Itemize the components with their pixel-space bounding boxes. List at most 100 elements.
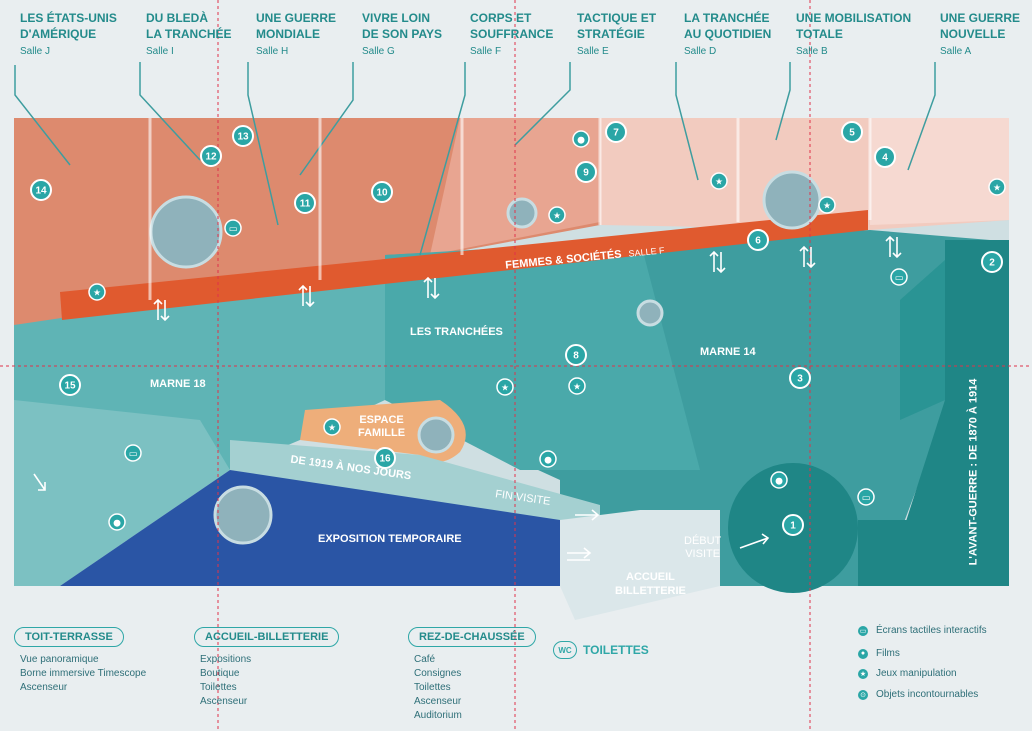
stop-marker-11[interactable]: 11 [294, 192, 316, 214]
legend-item: Consignes [414, 668, 462, 679]
screen-icon[interactable]: ▭ [890, 268, 908, 286]
room-label-salle-i: DU BLEDÀ LA TRANCHÉE Salle I [146, 10, 232, 60]
film-icon[interactable]: ● [539, 450, 557, 468]
key-row-jeux: ★ Jeux manipulation [858, 668, 957, 679]
screen-icon-circle [124, 444, 142, 462]
star-icon-glyph: ★ [553, 212, 561, 222]
stop-marker-14[interactable]: 14 [30, 179, 52, 201]
stop-marker-4[interactable]: 4 [874, 146, 896, 168]
stop-marker-10[interactable]: 10 [371, 181, 393, 203]
legend-accueil-title: ACCUEIL-BILLETTERIE [194, 627, 340, 647]
stop-marker-2[interactable]: 2 [981, 251, 1003, 273]
film-icon[interactable]: ● [770, 471, 788, 489]
star-icon-circle [818, 196, 836, 214]
screen-icon[interactable]: ▭ [124, 444, 142, 462]
film-icon-glyph: ● [577, 136, 585, 146]
stop-marker-7[interactable]: 7 [605, 121, 627, 143]
zone-label-marne18: MARNE 18 [150, 378, 206, 390]
stop-marker-1[interactable]: 1 [782, 514, 804, 536]
room-salle: Salle I [146, 46, 174, 57]
stop-circle [789, 367, 811, 389]
star-markers: ★ ★ ★ ★ ★ ★ ★ ★ [88, 172, 1006, 436]
stop-circle [294, 192, 316, 214]
room-salle: Salle H [256, 46, 289, 57]
stop-marker-15[interactable]: 15 [59, 374, 81, 396]
leader-line-salle-j [14, 65, 71, 166]
installation-circle-i [149, 195, 223, 269]
stop-circle [374, 447, 396, 469]
film-icon-circle [539, 450, 557, 468]
film-icon: ● [858, 648, 868, 659]
stop-circle [59, 374, 81, 396]
screen-icon[interactable]: ▭ [857, 488, 875, 506]
legend-rdc-list: Café Consignes Toilettes Ascenseur Audit… [414, 653, 536, 723]
leader-line-salle-h [247, 62, 279, 226]
zone-label-expo: EXPOSITION TEMPORAIRE [318, 533, 462, 545]
star-icon-glyph: ★ [823, 202, 831, 212]
stop-marker-16[interactable]: 16 [374, 447, 396, 469]
stop-circle [565, 344, 587, 366]
stop-marker-13[interactable]: 13 [232, 125, 254, 147]
stop-circle [605, 121, 627, 143]
accueil-line-1: ACCUEIL [626, 571, 675, 583]
stop-circle [232, 125, 254, 147]
star-icon[interactable]: ★ [988, 178, 1006, 196]
legend-item: Ascenseur [200, 696, 248, 707]
espace-line-1: ESPACE [359, 414, 404, 426]
arrow-fin-visite [575, 509, 600, 521]
zone-left-corridor [14, 400, 230, 586]
stop-marker-9[interactable]: 9 [575, 161, 597, 183]
screen-icon[interactable]: ▭ [224, 219, 242, 237]
star-icon[interactable]: ★ [710, 172, 728, 190]
legend-item: Toilettes [414, 682, 451, 693]
leader-line-salle-i [139, 62, 201, 161]
legend-item: Boutique [200, 668, 240, 679]
room-name-line-1: CORPS ET [470, 11, 532, 25]
room-salle: Salle A [940, 46, 972, 57]
stop-marker-5[interactable]: 5 [841, 121, 863, 143]
room-salle: Salle D [684, 46, 717, 57]
room-label-salle-h: UNE GUERRE MONDIALE Salle H [256, 10, 336, 60]
star-icon[interactable]: ★ [496, 378, 514, 396]
stop-number: 4 [882, 153, 888, 164]
room-salle: Salle B [796, 46, 828, 57]
star-icon-circle [496, 378, 514, 396]
screen-icon-glyph: ▭ [895, 274, 904, 284]
stop-number: 9 [583, 168, 589, 179]
stop-number: 11 [300, 199, 311, 210]
stop-circle [30, 179, 52, 201]
film-icon[interactable]: ● [572, 130, 590, 148]
stop-number: 2 [989, 258, 995, 269]
room-name-line-1: UNE GUERRE [940, 11, 1021, 25]
screen-markers: ▭ ▭ ▭ ▭ [124, 219, 908, 506]
leader-line-salle-g [299, 62, 354, 176]
film-icon[interactable]: ● [108, 513, 126, 531]
star-icon-circle [988, 178, 1006, 196]
zone-avant-guerre [900, 240, 1009, 586]
star-icon-circle [710, 172, 728, 190]
room-label-salle-a: UNE GUERRE NOUVELLE Salle A [940, 10, 1020, 60]
star-icon[interactable]: ★ [818, 196, 836, 214]
stop-circle [841, 121, 863, 143]
stop-marker-8[interactable]: 8 [565, 344, 587, 366]
stop-marker-6[interactable]: 6 [747, 229, 769, 251]
star-icon[interactable]: ★ [548, 206, 566, 224]
stop-marker-12[interactable]: 12 [200, 145, 222, 167]
stop-marker-3[interactable]: 3 [789, 367, 811, 389]
film-icon-circle [108, 513, 126, 531]
room-label-salle-f: CORPS ET SOUFFRANCE Salle F [470, 10, 553, 60]
room-name-line-2: SOUFFRANCE [470, 27, 554, 41]
updown-arrow-icon [153, 298, 170, 322]
legend-toit-terrasse: TOIT-TERRASSE Vue panoramique Borne imme… [14, 627, 146, 695]
legend-item: Vue panoramique [20, 654, 99, 665]
star-icon-glyph: ★ [573, 383, 581, 393]
star-icon[interactable]: ★ [323, 418, 341, 436]
zone-label-tranchees: LES TRANCHÉES [410, 326, 503, 338]
debut-line-2: VISITE [685, 548, 721, 560]
legend-toit-list: Vue panoramique Borne immersive Timescop… [20, 653, 146, 695]
stop-number: 1 [790, 521, 796, 532]
room-label-salle-g: VIVRE LOIN DE SON PAYS Salle G [362, 10, 442, 60]
film-icon-circle [770, 471, 788, 489]
star-icon[interactable]: ★ [88, 283, 106, 301]
star-icon[interactable]: ★ [568, 377, 586, 395]
